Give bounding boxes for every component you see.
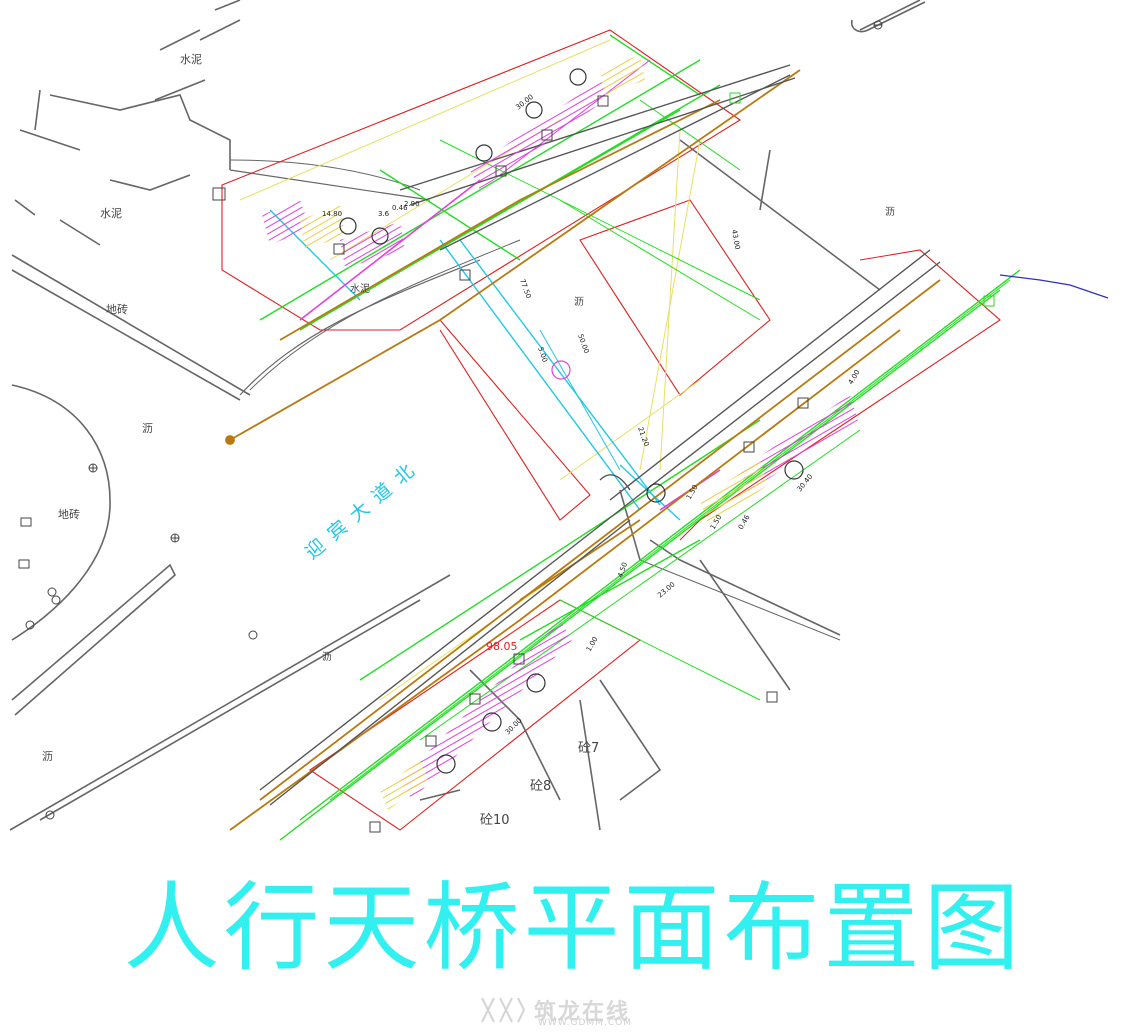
watermark-url: WWW.GDMM.COM [538,1018,632,1028]
bridge-plan-drawing: 水泥 水泥 水泥 地砖 地砖 沥 沥 沥 沥 沥 砼7 砼8 砼10 迎宾大道北… [9,0,1109,841]
dim-12: 30.40 [795,473,814,493]
label-cement-1: 水泥 [180,53,202,66]
dim-3: 0.46 [392,204,408,212]
label-building-8: 砼8 [530,779,551,794]
watermark: 筑龙在线 WWW.GDMM.COM [478,992,678,1032]
dim-4: 2.90 [404,200,420,208]
label-brick-1: 地砖 [106,302,128,316]
dim-2: 3.6 [378,210,390,218]
dim-9: 43.00 [730,229,741,250]
dim-18: 30.00 [504,717,524,737]
label-asphalt-3: 沥 [885,206,895,218]
elevation-marker: 98.05 [486,640,518,653]
dim-7: 50.00 [576,333,590,355]
bridge-deck [259,64,941,806]
label-asphalt-5: 沥 [42,750,53,763]
blue-line [999,274,1109,299]
existing-road-lines [9,0,926,831]
dim-6: 77.50 [518,278,532,300]
dim-17: 1.00 [585,635,600,653]
road-name: 迎宾大道北 [301,454,426,564]
label-asphalt-4: 沥 [322,651,332,663]
stair-hatching [262,55,858,810]
watermark-brand: 筑龙在线 [534,1000,631,1025]
dim-11: 4.00 [847,368,862,386]
watermark-logo-icon [481,997,526,1023]
label-building-10: 砼10 [480,813,510,828]
label-cement-3: 水泥 [350,282,370,295]
label-asphalt-1: 沥 [142,422,153,435]
small-symbols [212,92,995,833]
label-building-7: 砼7 [578,741,599,756]
label-brick-2: 地砖 [58,507,80,521]
dim-1: 14.80 [322,210,342,218]
dim-10: 21.20 [636,426,650,448]
label-asphalt-2: 沥 [574,296,584,308]
dim-16: 23.00 [656,581,676,600]
label-cement-2: 水泥 [100,207,122,220]
drawing-title: 人行天桥平面布置图 [123,872,1024,984]
dim-8: 5.00 [536,346,549,363]
pier-columns [339,68,804,774]
street-fixtures [18,20,883,820]
dim-19: 1.50 [685,483,700,501]
dimension-texts: 14.80 3.6 0.46 2.90 30.00 77.50 50.00 5.… [322,93,862,736]
cyan-lines [269,209,681,521]
